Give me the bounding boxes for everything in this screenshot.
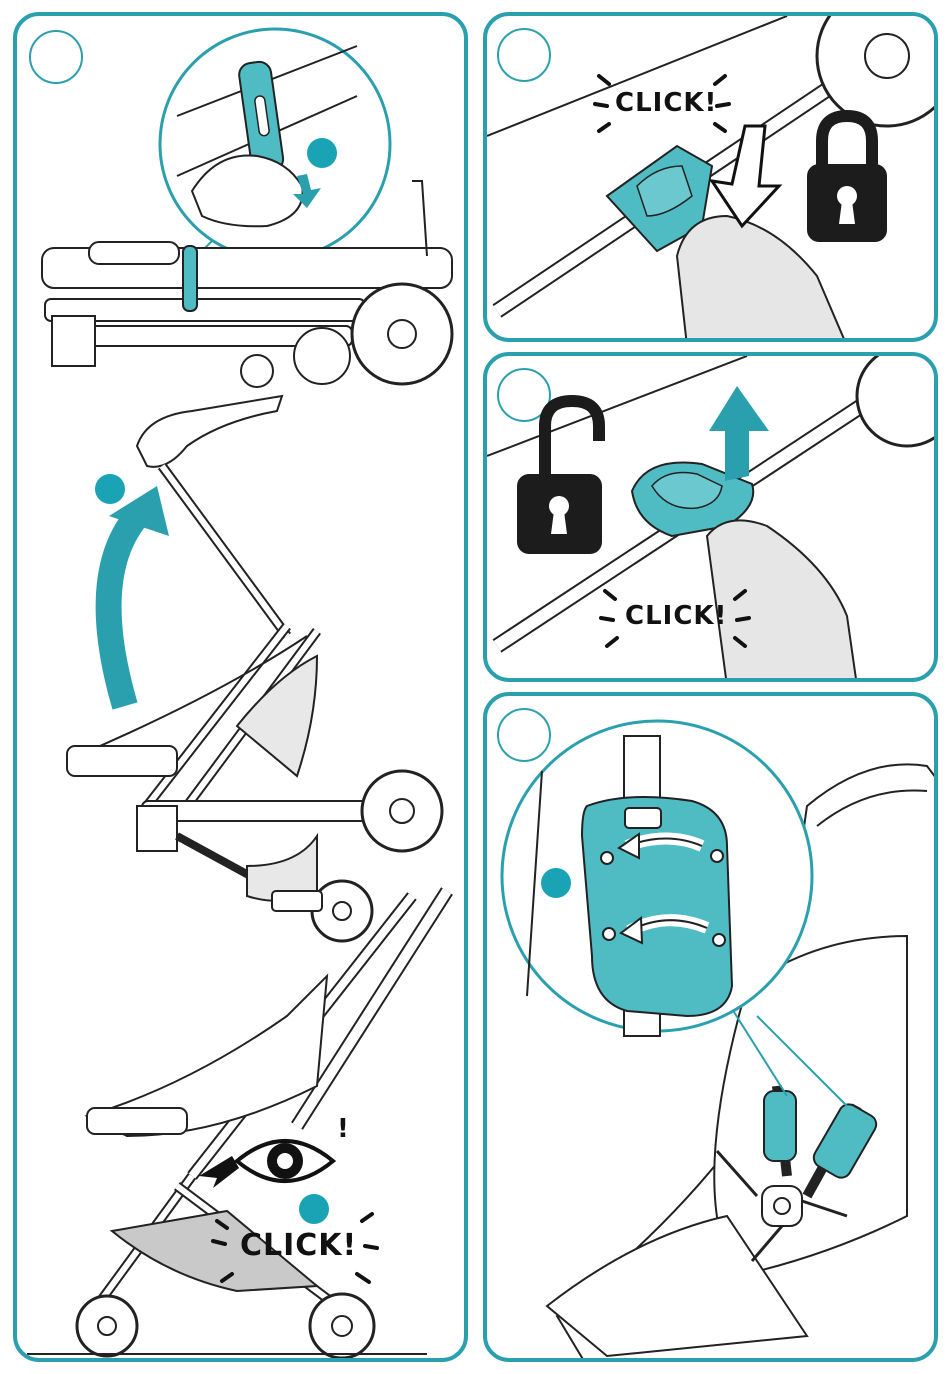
lock-closed-icon [807,116,887,242]
eye-icon [237,1141,333,1181]
click-label-panel2: CLICK! [615,88,717,118]
panel-strap-pads [483,692,938,1362]
stroller-unfolded-illustration [17,16,468,1362]
ground-line [27,1353,427,1355]
click-label-panel3: CLICK! [625,601,727,631]
lock-mechanism-illustration [487,16,938,342]
panel-fold-unfold: ! CLICK! [13,12,468,1362]
click-label-panel1: CLICK! [240,1228,357,1263]
lock-open-icon [517,401,602,554]
unlock-mechanism-illustration [487,356,938,682]
step-dot-c [299,1194,329,1224]
strap-pads-illustration [487,696,938,1362]
step-dot-d [541,868,571,898]
warning-mark: ! [337,1114,349,1144]
panel-unlock: CLICK! [483,352,938,682]
panel-lock: CLICK! [483,12,938,342]
